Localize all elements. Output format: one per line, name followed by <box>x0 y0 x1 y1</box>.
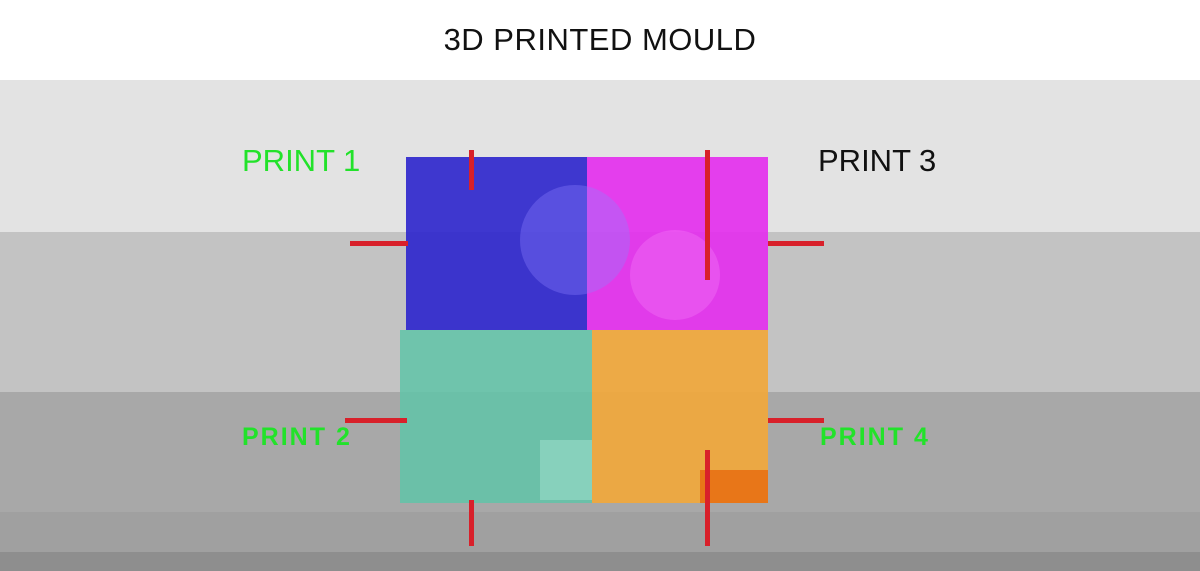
print-1-label: PRINT 1 <box>242 143 361 178</box>
alignment-pin <box>705 150 710 280</box>
mould-highlight <box>520 185 630 295</box>
print-3-block <box>587 157 768 330</box>
mould-highlight <box>540 440 592 500</box>
alignment-pin <box>350 241 408 246</box>
alignment-pin <box>768 241 824 246</box>
print-2-label: PRINT 2 <box>242 423 352 451</box>
print-1-block <box>406 157 587 330</box>
print-4-corner-shade <box>700 470 768 503</box>
alignment-pin <box>469 150 474 190</box>
alignment-pin <box>469 500 474 546</box>
print-3-label: PRINT 3 <box>818 143 937 178</box>
alignment-pin <box>768 418 824 423</box>
print-4-label: PRINT 4 <box>820 423 930 451</box>
print-2-block <box>400 330 592 503</box>
background-band <box>0 552 1200 571</box>
alignment-pin <box>705 450 710 546</box>
alignment-pin <box>345 418 407 423</box>
background-band <box>0 512 1200 552</box>
page-title: 3D PRINTED MOULD <box>443 22 757 57</box>
